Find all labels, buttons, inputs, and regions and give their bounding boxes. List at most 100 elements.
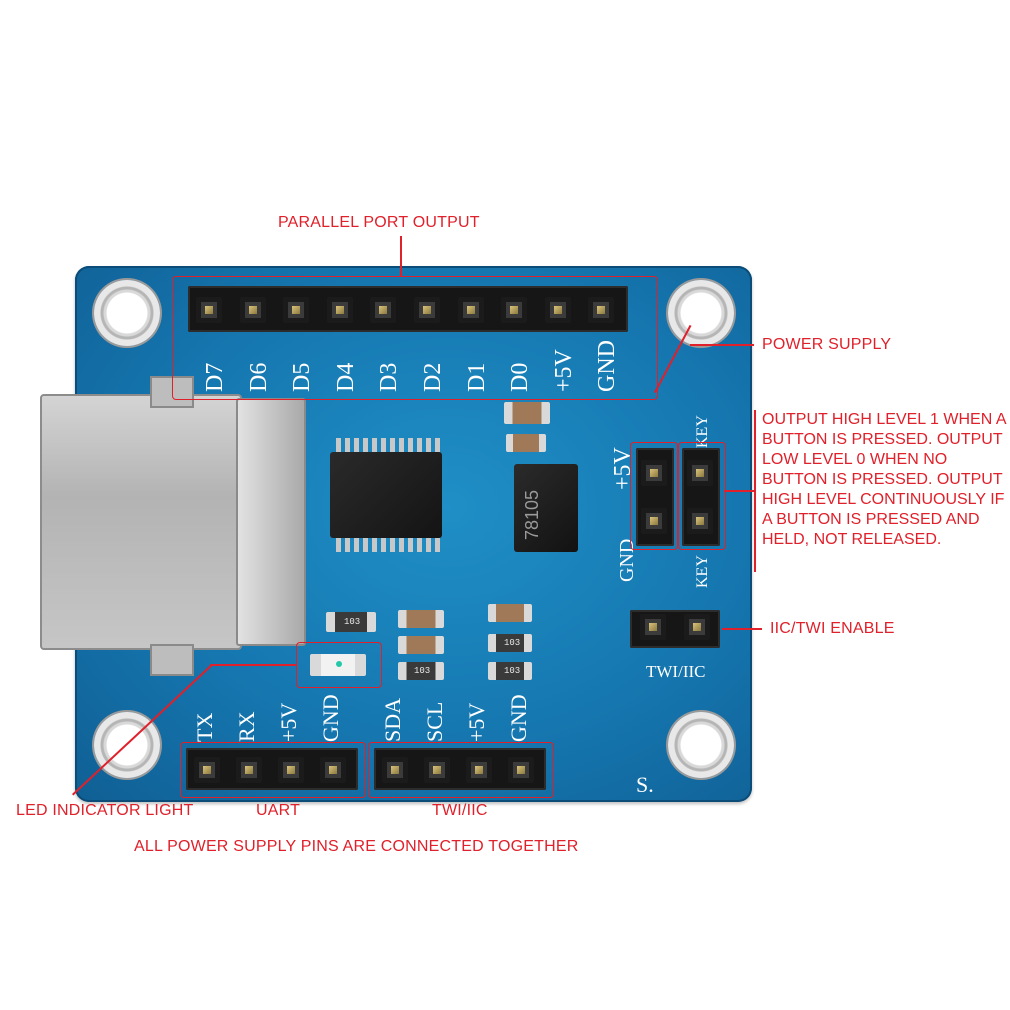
led-callout-box [296, 642, 382, 688]
ic-pin [417, 538, 422, 552]
ic-pin [363, 438, 368, 452]
twi-pin-label: SDA [380, 697, 405, 742]
parallel-pin [588, 297, 615, 323]
smd-resistor [488, 662, 532, 680]
ic-pin [408, 438, 413, 452]
ic-pin [345, 538, 350, 552]
ic-pin [336, 538, 341, 552]
ic-pin [381, 538, 386, 552]
corner-mark: S. [636, 772, 654, 797]
parallel-pin [501, 297, 528, 323]
power-pin [641, 460, 667, 486]
mounting-hole-top-left [94, 280, 160, 346]
smd-capacitor [488, 604, 532, 622]
parallel-pin [457, 297, 484, 323]
key-pin [687, 460, 713, 486]
uart-label: UART [256, 802, 301, 819]
led-indicator-light-label: LED INDICATOR LIGHT [16, 802, 194, 819]
key-pin [687, 508, 713, 534]
twi-pin [466, 757, 492, 783]
parallel-pin [239, 297, 266, 323]
uart-pin-label: RX [234, 711, 259, 742]
twi-pin-label: +5V [464, 702, 489, 742]
ic-pin [435, 438, 440, 452]
usb-tab-bottom [150, 644, 194, 676]
mounting-hole-bottom-right [668, 712, 734, 778]
twi-enable-pin [684, 614, 710, 640]
usb-connector-face [236, 398, 306, 646]
parallel-pin [370, 297, 397, 323]
ic-pin [417, 438, 422, 452]
ic-pin [336, 438, 341, 452]
power-supply-callout-box [630, 442, 678, 550]
uart-callout-box [180, 742, 366, 798]
twi-pin [424, 757, 450, 783]
key-leader-bracket [754, 410, 756, 572]
regulator-marking: 78105 [522, 489, 542, 540]
parallel-port-output-label: PARALLEL PORT OUTPUT [278, 214, 480, 231]
smd-resistor [488, 634, 532, 652]
key-output-description: OUTPUT HIGH LEVEL 1 WHEN A BUTTON IS PRE… [762, 411, 1006, 548]
parallel-pin [544, 297, 571, 323]
twi-pin [382, 757, 408, 783]
ic-pin [390, 538, 395, 552]
key-callout-box [678, 442, 726, 550]
parallel-port-callout-box [172, 276, 658, 400]
ic-pin [435, 538, 440, 552]
ic-pin [390, 438, 395, 452]
twi-pin-label: GND [506, 694, 531, 742]
smd-marking: 103 [344, 617, 361, 627]
uart-pin-label: GND [318, 694, 343, 742]
led-leader-horizontal [210, 664, 296, 666]
uart-pin [320, 757, 346, 783]
smd-resistor [398, 662, 444, 680]
ic-pin [354, 538, 359, 552]
twi-pin-label: SCL [422, 701, 447, 742]
led-lens [336, 661, 342, 667]
key-leader [724, 490, 754, 492]
twi-enable-pin [640, 614, 666, 640]
twi-pin [508, 757, 534, 783]
uart-pin-label: +5V [276, 702, 301, 742]
ic-pin [381, 438, 386, 452]
ic-pin [363, 538, 368, 552]
parallel-pin [283, 297, 310, 323]
smd-capacitor [504, 402, 550, 424]
usb-interface-chip [330, 452, 442, 538]
smd-marking: 103 [504, 666, 521, 676]
power-supply-label: POWER SUPPLY [762, 336, 892, 353]
voltage-regulator [514, 464, 578, 552]
ic-pin [345, 438, 350, 452]
iic-enable-leader [722, 628, 762, 630]
ic-pin [372, 538, 377, 552]
ic-pin [372, 438, 377, 452]
power-pins-note: ALL POWER SUPPLY PINS ARE CONNECTED TOGE… [134, 838, 579, 855]
ic-pin [354, 438, 359, 452]
power-supply-leader [690, 344, 754, 346]
uart-pin [278, 757, 304, 783]
ic-pin [426, 438, 431, 452]
parallel-pin [196, 297, 222, 323]
parallel-pin [414, 297, 440, 323]
power-pin [641, 508, 667, 534]
ic-pin [399, 438, 404, 452]
smd-capacitor [506, 434, 546, 452]
usb-connector-body [40, 394, 242, 650]
uart-pin-label: TX [192, 712, 217, 742]
ic-pin [426, 538, 431, 552]
key-header-label-bottom: KEY [694, 555, 711, 588]
uart-pin [194, 757, 220, 783]
ic-pin [399, 538, 404, 552]
ic-pin [408, 538, 413, 552]
twi-enable-silk: TWI/IIC [646, 662, 706, 681]
parallel-pin [326, 297, 353, 323]
parallel-port-leader [400, 236, 402, 276]
uart-pin [236, 757, 262, 783]
twi-iic-label: TWI/IIC [432, 802, 488, 819]
mounting-hole-top-right [668, 280, 734, 346]
smd-marking: 103 [414, 666, 431, 676]
twi-callout-box [368, 742, 554, 798]
smd-capacitor [398, 610, 444, 628]
iic-twi-enable-label: IIC/TWI ENABLE [770, 620, 895, 637]
smd-resistor [326, 612, 376, 632]
